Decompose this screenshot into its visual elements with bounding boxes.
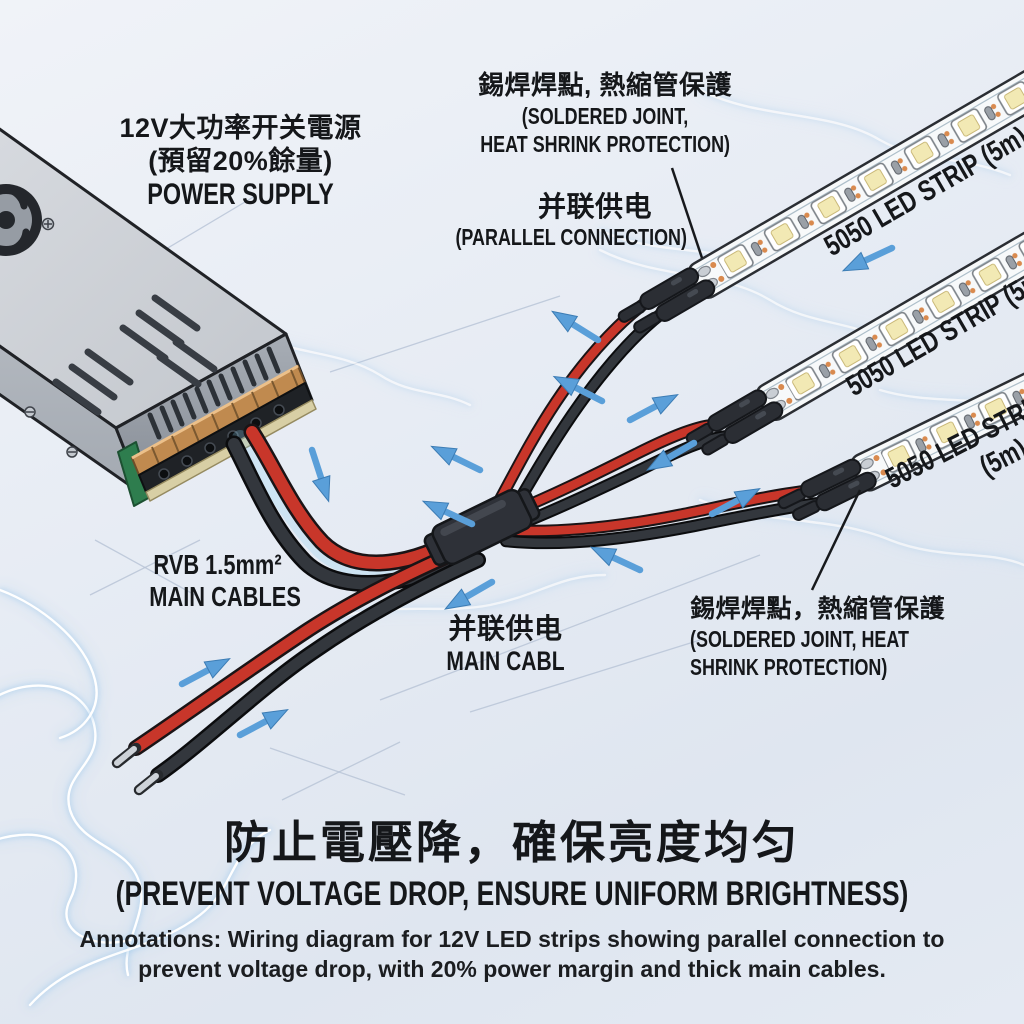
background-grid xyxy=(0,195,761,801)
branch-cable-1 xyxy=(489,296,668,523)
label-power-supply-cjk: 12V大功率开关電源 xyxy=(119,113,362,143)
page-title-cjk: 防止電壓降，確保亮度均匀 xyxy=(223,817,800,868)
leader-lines xyxy=(670,167,862,591)
strip-connectors xyxy=(617,267,877,521)
label-parallel-en: (PARALLEL CONNECTION) xyxy=(455,224,687,251)
label-power-supply-en: POWER SUPPLY xyxy=(147,177,334,211)
led-strip-3 xyxy=(850,353,1024,492)
led-strip-2 xyxy=(755,218,1024,422)
label-parallel-cjk: 并联供电 xyxy=(537,191,652,222)
connector-strip-2 xyxy=(685,389,784,456)
annotation-block: Annotations: Wiring diagram for 12V LED … xyxy=(0,925,1024,985)
annotation-line1: Annotations: Wiring diagram for 12V LED … xyxy=(79,926,945,952)
label-power-supply-cjk2: (預留20%餘量) xyxy=(148,145,333,176)
main-cable-red xyxy=(243,423,471,572)
label-solder-top: 錫焊焊點, 熱縮管保護 (SOLDERED JOINT, HEAT SHRINK… xyxy=(445,70,765,159)
loose-cable-red xyxy=(111,538,478,769)
loose-cable-black xyxy=(133,552,486,796)
psu-fan-icon xyxy=(0,184,42,256)
connector-strip-3 xyxy=(777,458,877,521)
bare-wire-tip xyxy=(136,773,159,793)
bare-wire-tip xyxy=(114,746,137,766)
branch-cable-2 xyxy=(493,418,736,535)
label-main-cabl-en: MAIN CABL xyxy=(446,646,565,677)
label-solder-right: 錫焊焊點，熱縮管保護 (SOLDERED JOINT, HEAT SHRINK … xyxy=(690,594,990,682)
label-main-cables: RVB 1.5mm² MAIN CABLES xyxy=(130,549,305,613)
leader-line-solder-top xyxy=(670,167,704,259)
label-solder-top-cjk: 錫焊焊點, 熱縮管保護 xyxy=(478,70,732,100)
label-power-supply: 12V大功率开关電源 (預留20%餘量) POWER SUPPLY xyxy=(88,112,393,212)
label-parallel-connection: 并联供电 (PARALLEL CONNECTION) xyxy=(400,190,687,251)
flow-arrow-icon xyxy=(428,438,484,478)
title-block: 防止電壓降，確保亮度均匀 (PREVENT VOLTAGE DROP, ENSU… xyxy=(0,816,1024,914)
flow-arrow-icon xyxy=(303,447,337,504)
led-strips xyxy=(687,51,1024,492)
annotation-line2: prevent voltage drop, with 20% power mar… xyxy=(138,955,886,982)
leader-line-solder-right xyxy=(810,489,862,591)
psu-screws xyxy=(24,217,78,458)
led-strip-1 xyxy=(687,51,1024,300)
power-supply-illustration xyxy=(0,127,317,507)
label-solder-top-en1: (SOLDERED JOINT, xyxy=(521,102,689,129)
electric-lines xyxy=(0,88,1024,1007)
label-main-cabl-cjk: 并联供电 xyxy=(448,613,563,644)
flow-arrow-icon xyxy=(626,387,682,428)
page-title-en: (PREVENT VOLTAGE DROP, ENSURE UNIFORM BR… xyxy=(115,874,909,913)
label-main-cables-line1: RVB 1.5mm² xyxy=(153,549,282,580)
psu-end-vents xyxy=(147,346,281,440)
label-solder-right-en2: SHRINK PROTECTION) xyxy=(690,654,888,681)
flow-arrow-icon xyxy=(547,304,602,348)
psu-top-vents xyxy=(52,294,218,416)
label-solder-right-en1: (SOLDERED JOINT, HEAT xyxy=(690,625,909,652)
connector-strip-1 xyxy=(617,267,716,334)
junction-sleeve xyxy=(423,487,541,567)
label-solder-right-cjk: 錫焊焊點，熱縮管保護 xyxy=(690,595,946,623)
label-solder-top-en2: HEAT SHRINK PROTECTION) xyxy=(480,131,731,158)
label-main-cables-line2: MAIN CABLES xyxy=(149,581,301,612)
label-main-cabl: 并联供电 MAIN CABL xyxy=(418,612,593,677)
